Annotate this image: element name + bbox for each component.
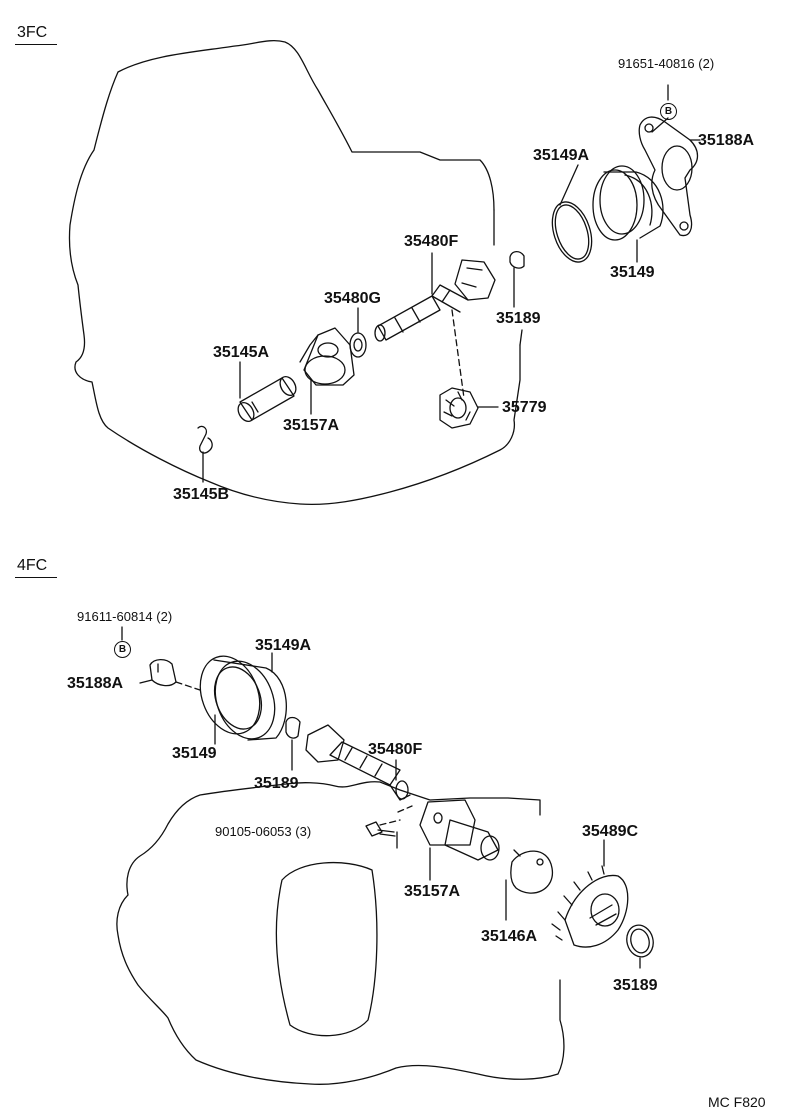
bolt-90105-06053-4fc — [366, 822, 395, 836]
dashed-leader-3fc — [452, 310, 464, 398]
label-35188A-4fc: 35188A — [67, 675, 124, 692]
label-35149A-3fc: 35149A — [533, 147, 590, 164]
sleeve-35157A-4fc — [420, 800, 499, 860]
section-header-3fc: 3FC — [17, 24, 48, 41]
washer-35480G-3fc-inner — [354, 339, 362, 351]
label-35489C-4fc: 35489C — [582, 823, 639, 840]
label-35189-4fc-upper: 35189 — [254, 775, 299, 792]
sleeve-35157A-3fc — [300, 328, 354, 385]
clip-35145B-3fc — [198, 426, 212, 453]
transaxle-housing-outline-3fc — [69, 41, 520, 505]
clip-35189-4fc — [286, 718, 300, 739]
label-35149A-4fc: 35149A — [255, 637, 312, 654]
bolt-mark-b-4fc: B — [114, 641, 131, 658]
oring-35149A-3fc — [545, 197, 598, 267]
housing-opening-4fc — [276, 863, 376, 1036]
label-bolt-91611-60814: 91611-60814 (2) — [77, 609, 173, 624]
label-35480G-3fc: 35480G — [324, 290, 381, 307]
label-35189-4fc-lower: 35189 — [613, 977, 658, 994]
washer-35189-4fc-inner — [628, 927, 652, 955]
leaders-3fc — [203, 85, 700, 482]
oring-35149A-3fc-inner — [549, 201, 595, 264]
label-screw-90105-06053: 90105-06053 (3) — [215, 824, 312, 839]
sleeve-35145A-3fc — [235, 374, 299, 424]
label-35149-4fc: 35149 — [172, 745, 217, 762]
section-underline-3fc — [15, 44, 57, 45]
label-35145B-3fc: 35145B — [173, 486, 230, 503]
sleeve-35149-3fc — [593, 166, 663, 240]
label-35157A-3fc: 35157A — [283, 417, 340, 434]
label-35145A-3fc: 35145A — [213, 344, 270, 361]
shaft-35480F-3fc — [375, 260, 495, 341]
label-35480F-4fc: 35480F — [368, 741, 423, 758]
section-header-4fc: 4FC — [17, 557, 48, 574]
label-35779-3fc: 35779 — [502, 399, 547, 416]
gear-35489C-4fc — [552, 866, 628, 947]
gear-35779-3fc — [440, 388, 478, 428]
retainer-35146A-4fc — [511, 850, 553, 893]
plate-35188A-3fc — [639, 117, 697, 235]
leaders-4fc — [122, 627, 640, 968]
sleeve-35149-4fc — [190, 648, 286, 747]
label-35480F-3fc: 35480F — [404, 233, 459, 250]
label-35188A-3fc: 35188A — [698, 132, 755, 149]
label-35149-3fc: 35149 — [610, 264, 655, 281]
transaxle-housing-outline-4fc — [117, 782, 564, 1085]
dashed-leaders-4fc — [176, 682, 412, 825]
label-35189-3fc: 35189 — [496, 310, 541, 327]
label-bolt-91651-40816: 91651-40816 (2) — [618, 56, 715, 71]
diagram-reference-code: MC F820 — [708, 1094, 766, 1110]
label-35157A-4fc: 35157A — [404, 883, 461, 900]
plate-35188A-4fc — [150, 660, 176, 686]
clip-35189-3fc — [510, 252, 524, 268]
shaft-35480F-4fc — [306, 725, 410, 800]
label-35146A-4fc: 35146A — [481, 928, 538, 945]
bolt-mark-b-3fc: B — [660, 103, 677, 120]
housing-inner-line-3fc — [494, 210, 522, 345]
washer-35189-4fc — [623, 922, 656, 960]
section-underline-4fc — [15, 577, 57, 578]
washer-35480G-3fc — [350, 333, 366, 357]
